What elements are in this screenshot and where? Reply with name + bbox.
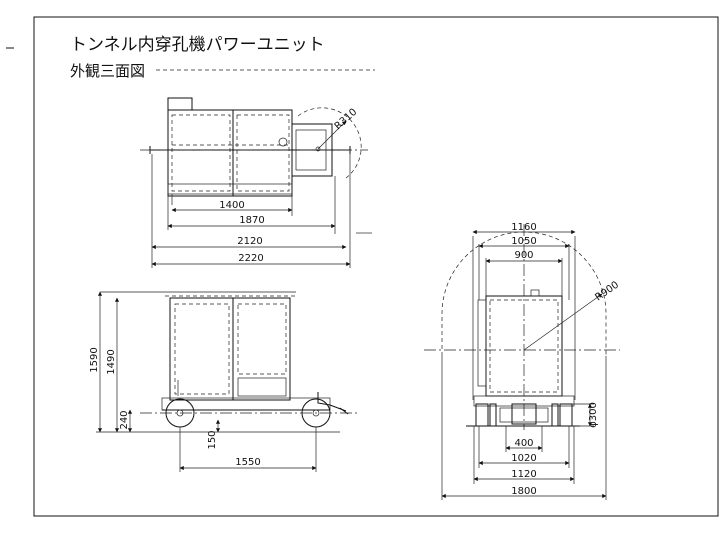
- drawing-title: トンネル内穿孔機パワーユニット: [70, 35, 325, 55]
- front-view: 1160 1050 900 R900 φ300 400 102: [424, 222, 621, 500]
- dim-2120: 2120: [237, 236, 262, 247]
- drawing-subtitle: 外観三面図: [70, 62, 145, 80]
- dim-1050: 1050: [511, 236, 536, 247]
- dim-1800: 1800: [511, 486, 536, 497]
- dim-phi300: φ300: [588, 402, 599, 428]
- dim-400: 400: [514, 438, 533, 449]
- dim-1020: 1020: [511, 453, 536, 464]
- dim-r900: R900: [593, 280, 621, 304]
- top-view: R310 1400 1870 2120 2220: [140, 97, 372, 268]
- dim-900: 900: [514, 250, 533, 261]
- dim-r310: R310: [333, 107, 360, 133]
- dim-1490: 1490: [106, 349, 117, 374]
- dim-2220: 2220: [238, 253, 263, 264]
- dim-1160: 1160: [511, 222, 536, 233]
- dim-150: 150: [207, 430, 218, 449]
- dim-1120: 1120: [511, 469, 536, 480]
- dim-1590: 1590: [89, 347, 100, 372]
- side-view: 1590 1490 240 150 1550: [89, 291, 360, 472]
- frame-border: [33, 16, 719, 517]
- dim-1400: 1400: [219, 200, 244, 211]
- dim-1550: 1550: [235, 457, 260, 468]
- dim-1870: 1870: [239, 215, 264, 226]
- dim-240: 240: [119, 410, 130, 429]
